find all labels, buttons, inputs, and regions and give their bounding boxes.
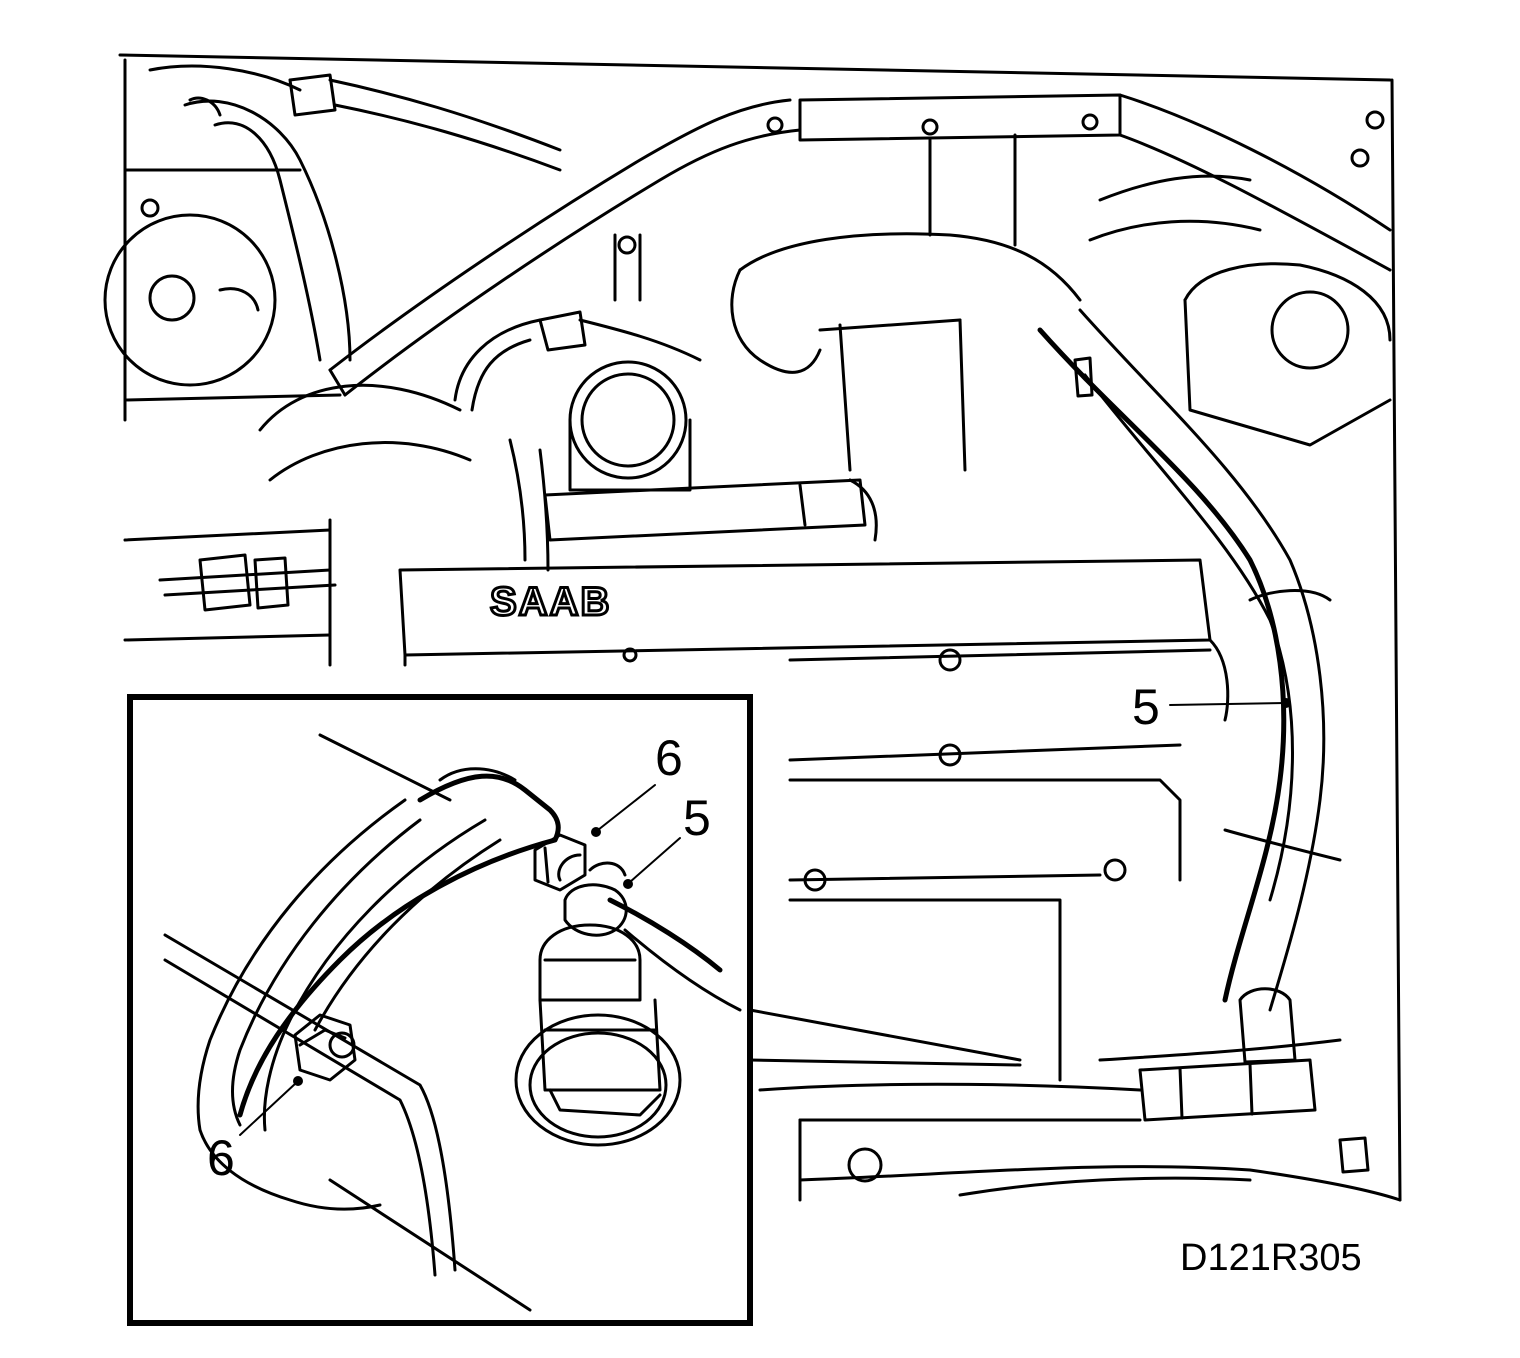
- saab-logo: SAAB: [490, 580, 611, 624]
- leader-dot-5-main: [1281, 698, 1291, 708]
- callout-5-main: 5: [1132, 679, 1160, 735]
- leader-dot-5-inset: [623, 879, 633, 889]
- inset-frame: [127, 694, 753, 1326]
- callout-5-inset: 5: [683, 790, 711, 846]
- drawing-code-label: D121R305: [1180, 1237, 1362, 1279]
- leader-dot-6-top: [591, 827, 601, 837]
- leader-line-6-bottom: [239, 1082, 297, 1136]
- callout-6-bottom: 6: [207, 1130, 235, 1186]
- engine-bay-illustration: SAAB: [103, 53, 1402, 1202]
- leader-line-6-top: [597, 784, 656, 831]
- leader-line-5-inset: [629, 837, 681, 883]
- inset-detail: 6 5 6: [127, 694, 753, 1326]
- callout-6-top: 6: [655, 730, 683, 786]
- leader-dot-6-bottom: [293, 1076, 303, 1086]
- leader-line-5-main: [1169, 702, 1286, 706]
